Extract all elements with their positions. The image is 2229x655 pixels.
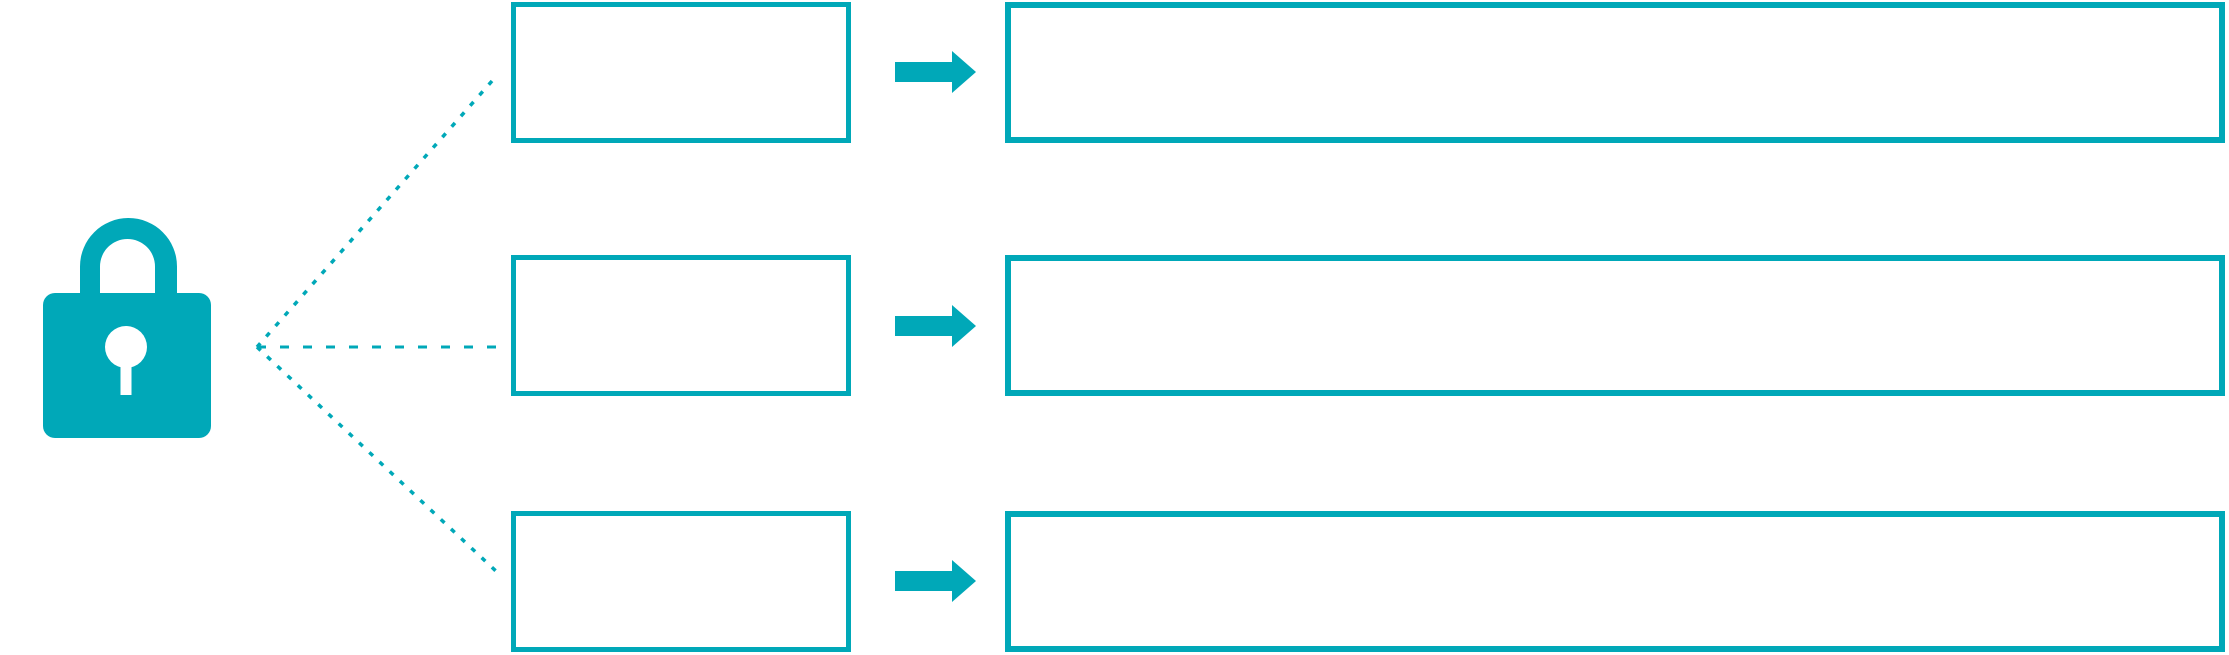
- right-arrow-icon: [895, 51, 976, 93]
- topic-box-1: [511, 2, 851, 143]
- connector-top: [255, 79, 494, 349]
- connector-bottom: [255, 345, 500, 575]
- topic-box-3: [511, 511, 851, 652]
- detail-box-2: [1005, 255, 2225, 396]
- right-arrow-icon: [895, 560, 976, 602]
- right-arrow-icon: [895, 305, 976, 347]
- detail-box-1: [1005, 2, 2225, 143]
- detail-box-3: [1005, 511, 2225, 652]
- topic-box-2: [511, 255, 851, 396]
- padlock-icon: [43, 218, 211, 438]
